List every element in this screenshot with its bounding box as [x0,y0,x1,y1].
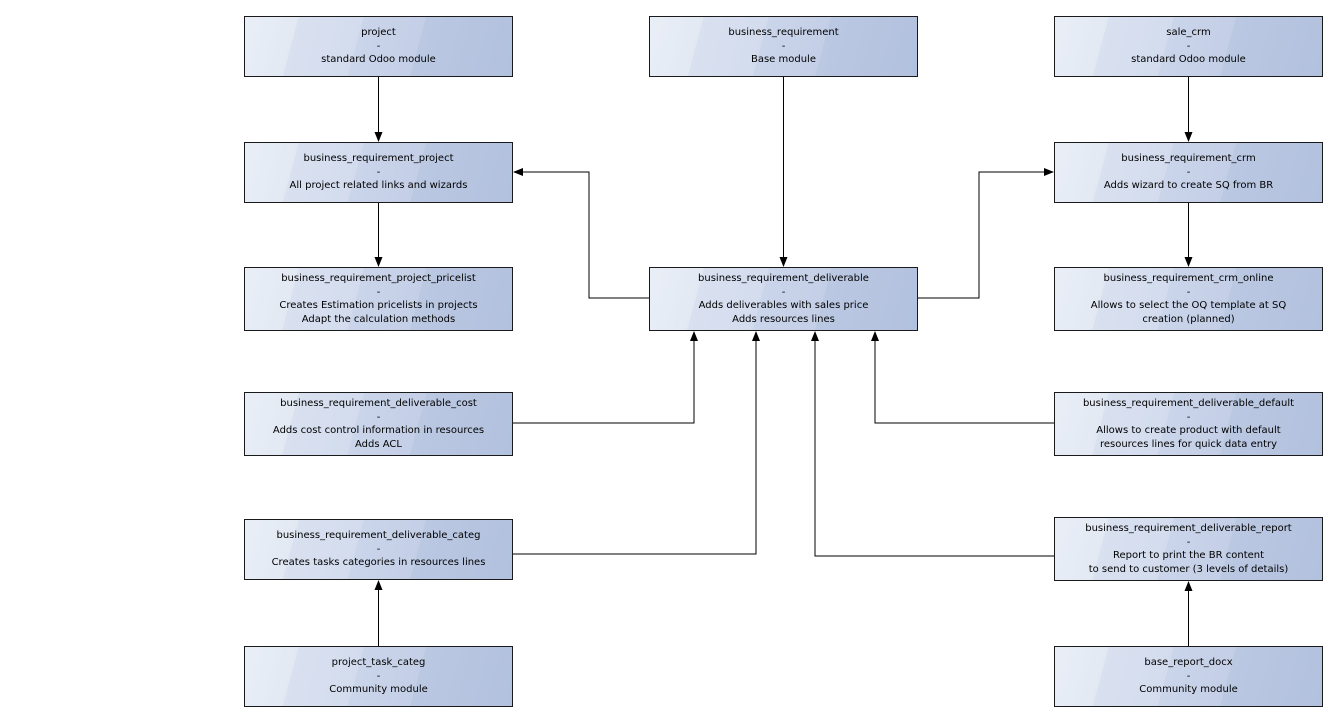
node-description: Creates Estimation pricelists in project… [279,300,478,311]
node-separator: - [376,543,381,555]
node-sale_crm: sale_crm- standard Odoo module [1054,16,1323,77]
node-base_report_docx: base_report_docx- Community module [1054,646,1323,707]
node-business_requirement_deliverable_report: business_requirement_deliverable_report -… [1054,517,1323,581]
node-description: Community module [329,684,428,696]
node-business_requirement_deliverable_categ: business_requirement_deliverable_categ- C… [244,519,513,580]
node-title: business_requirement_project_pricelist [281,273,476,284]
node-separator: - [1186,411,1191,423]
node-separator: - [1186,536,1191,548]
node-project: project- standard Odoo module [244,16,513,77]
node-description: Report to print the BR content [1112,550,1265,561]
node-separator: - [376,411,381,423]
node-description: standard Odoo module [321,54,436,66]
node-description: to send to customer (3 levels of details… [1088,563,1289,575]
node-title: sale_crm [1166,27,1211,39]
node-business_requirement_crm_online: business_requirement_crm_online - Allows t… [1054,267,1323,331]
edge-business_requirement_deliverable-to-business_requirement_crm [918,168,1054,299]
node-description: All project related links and wizards [289,180,468,192]
node-description: resources lines for quick data entry [1099,438,1278,450]
node-separator: - [376,40,381,52]
node-description: Adds cost control information in resourc… [272,425,485,436]
node-title: base_report_docx [1144,657,1233,669]
node-description: Community module [1139,684,1238,696]
node-separator: - [376,166,381,178]
node-description: Allows to select the OQ template at SQ [1090,300,1287,311]
edge-business_requirement_deliverable_categ-to-business_requirement_deliverable [513,331,760,555]
node-business_requirement_project_pricelist: business_requirement_project_pricelist - C… [244,267,513,331]
node-separator: - [376,286,381,298]
node-description: Adds resources lines [732,313,835,325]
node-separator: - [781,286,786,298]
node-title: business_requirement_deliverable_report [1085,523,1292,534]
node-business_requirement: business_requirement- Base module [649,16,918,77]
node-description: Adapt the calculation methods [301,313,456,325]
node-project_task_categ: project_task_categ- Community module [244,646,513,707]
edge-business_requirement_deliverable-to-business_requirement_project [513,168,649,299]
node-separator: - [376,670,381,682]
node-business_requirement_deliverable_cost: business_requirement_deliverable_cost - Ad… [244,392,513,456]
node-description: Adds ACL [355,438,402,450]
node-separator: - [1186,286,1191,298]
edge-business_requirement_deliverable_default-to-business_requirement_deliverable [871,331,1054,424]
node-title: project_task_categ [331,657,426,669]
node-description: creation (planned) [1142,313,1235,325]
node-title: business_requirement_crm [1121,153,1256,165]
node-title: business_requirement_crm_online [1103,273,1274,284]
node-title: business_requirement_deliverable_cost [280,398,477,409]
node-title: project [361,27,396,39]
node-business_requirement_crm: business_requirement_crm- Adds wizard to … [1054,142,1323,203]
node-business_requirement_deliverable_default: business_requirement_deliverable_default… [1054,392,1323,456]
node-separator: - [1186,40,1191,52]
edge-group [374,77,1193,646]
node-description: Base module [750,54,816,66]
node-business_requirement_deliverable: business_requirement_deliverable - Adds de… [649,267,918,331]
node-title: business_requirement_deliverable [698,273,869,284]
node-description: standard Odoo module [1131,54,1246,66]
edge-business_requirement_deliverable_cost-to-business_requirement_deliverable [513,331,698,424]
node-description: Adds wizard to create SQ from BR [1103,180,1274,192]
node-separator: - [1186,166,1191,178]
node-separator: - [1186,670,1191,682]
node-title: business_requirement_project [303,153,454,165]
node-title: business_requirement [728,27,839,39]
node-title: business_requirement_deliverable_categ [276,530,481,542]
node-title: business_requirement_deliverable_default [1082,398,1295,409]
node-description: Creates tasks categories in resources li… [271,557,486,569]
node-description: Adds deliverables with sales price [698,300,869,311]
edge-business_requirement_deliverable_report-to-business_requirement_deliverable [811,331,1054,557]
node-business_requirement_project: business_requirement_project- All project… [244,142,513,203]
node-separator: - [781,40,786,52]
node-description: Allows to create product with default [1096,425,1281,436]
